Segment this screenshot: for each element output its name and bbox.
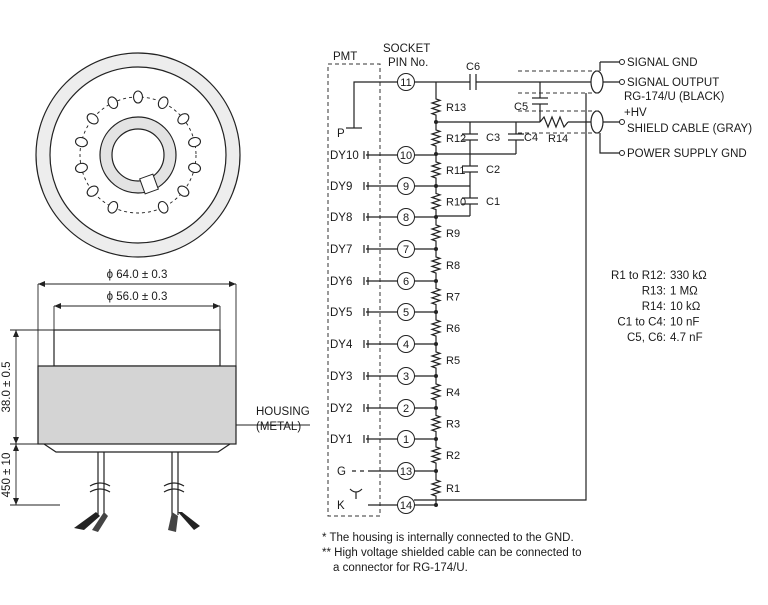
- c6-label: C6: [466, 61, 480, 73]
- resistor-label: R3: [446, 419, 460, 431]
- pin-hole: [188, 136, 202, 148]
- electrode-label: DY7: [330, 244, 352, 256]
- c1-label: C1: [486, 196, 500, 208]
- c4-label: C4: [524, 132, 538, 144]
- dim-38-label: 38.0 ± 0.5: [1, 361, 13, 412]
- housing-material-label: (METAL): [256, 421, 301, 433]
- socket-pin-number: 10: [400, 150, 412, 162]
- electrode-label: DY9: [330, 181, 352, 193]
- electrode-label: G: [337, 466, 346, 478]
- c2-label: C2: [486, 164, 500, 176]
- socket-pin-number: 6: [403, 276, 409, 288]
- signal-output-label: SIGNAL OUTPUT: [627, 77, 719, 89]
- note-connector: a connector for RG-174/U.: [333, 562, 468, 574]
- pmt-label: PMT: [333, 51, 357, 63]
- socket-top-view: [35, 52, 241, 258]
- value-text: 4.7 nF: [670, 332, 703, 344]
- value-label: C1 to C4:: [617, 317, 666, 329]
- pin-hole: [86, 185, 99, 197]
- pin-no-label: PIN No.: [388, 57, 428, 69]
- socket-pin-number: 7: [403, 244, 409, 256]
- c5-label: C5: [514, 101, 528, 113]
- pin-hole: [188, 162, 202, 174]
- anode-pin-label: 11: [400, 77, 411, 89]
- socket-pin-number: 3: [403, 371, 409, 383]
- resistor-label: R13: [446, 102, 466, 114]
- electrode-label: DY6: [330, 276, 352, 288]
- resistor-label: R1: [446, 483, 460, 495]
- value-label: C5, C6:: [627, 332, 666, 344]
- pin-hole: [86, 113, 99, 125]
- electrode-label: DY8: [330, 212, 352, 224]
- signal-gnd-label: SIGNAL GND: [627, 57, 698, 69]
- electrode-label: DY4: [330, 339, 353, 351]
- resistor-label: R7: [446, 292, 460, 304]
- pin-hole: [132, 90, 144, 104]
- resistor-label: R5: [446, 355, 460, 367]
- note-cable: ** High voltage shielded cable can be co…: [322, 547, 582, 559]
- electrode-label: DY1: [330, 434, 352, 446]
- r14-label: R14: [548, 133, 568, 145]
- housing-label: HOUSING: [256, 406, 310, 418]
- pin-hole: [74, 136, 88, 148]
- resistor-label: R6: [446, 323, 460, 335]
- resistor-label: R8: [446, 260, 460, 272]
- pin-hole: [157, 96, 169, 110]
- pin-hole: [177, 113, 190, 125]
- pin-hole: [74, 162, 88, 174]
- socket-label: SOCKET: [383, 43, 430, 55]
- dim-64-label: ϕ 64.0 ± 0.3: [107, 269, 168, 281]
- resistor-label: R10: [446, 197, 466, 209]
- electrode-label: DY5: [330, 307, 352, 319]
- junction-dot: [434, 503, 438, 507]
- rg174-label: RG-174/U (BLACK): [624, 91, 725, 103]
- socket-pin-number: 13: [400, 466, 412, 478]
- value-label: R1 to R12:: [611, 270, 666, 282]
- socket-pin-number: 1: [403, 434, 409, 446]
- value-text: 330 kΩ: [670, 270, 707, 282]
- dim-56-label: ϕ 56.0 ± 0.3: [107, 291, 168, 303]
- pin-hole: [157, 200, 169, 214]
- electrode-label: K: [337, 500, 345, 512]
- dim-450-label: 450 ± 10: [1, 453, 13, 498]
- value-text: 1 MΩ: [670, 286, 698, 298]
- socket-pin-number: 14: [400, 500, 412, 512]
- socket-pin-number: 4: [403, 339, 409, 351]
- socket-pin-number: 9: [403, 181, 409, 193]
- electrode-label: DY10: [330, 150, 359, 162]
- value-label: R13:: [642, 286, 666, 298]
- value-text: 10 nF: [670, 317, 699, 329]
- resistor-label: R9: [446, 228, 460, 240]
- resistor-label: R4: [446, 387, 460, 399]
- resistor-label: R11: [446, 165, 465, 177]
- c3-label: C3: [486, 132, 500, 144]
- resistor-label: R12: [446, 133, 466, 145]
- cables: [74, 452, 200, 532]
- electrode-label: DY3: [330, 371, 352, 383]
- pin-hole: [107, 96, 119, 110]
- value-label: R14:: [642, 301, 666, 313]
- shield-cable-label: SHIELD CABLE (GRAY): [627, 123, 752, 135]
- component-values: R1 to R12: 330 kΩ R13: 1 MΩ R14: 10 kΩ C1 to C…: [611, 270, 707, 344]
- electrode-label: P: [337, 128, 345, 140]
- value-text: 10 kΩ: [670, 301, 701, 313]
- socket-pin-number: 5: [403, 307, 409, 319]
- electrode-label: DY2: [330, 403, 352, 415]
- power-gnd-label: POWER SUPPLY GND: [627, 148, 747, 160]
- footnotes: * The housing is internally connected to…: [322, 532, 582, 574]
- socket-side-view: ϕ 64.0 ± 0.3 ϕ 56.0 ± 0.3: [1, 269, 310, 532]
- pin-hole: [177, 185, 190, 197]
- socket-pin-number: 2: [403, 403, 409, 415]
- socket-pin-number: 8: [403, 212, 409, 224]
- pin-hole: [107, 200, 119, 214]
- socket-pin-holes: [74, 90, 202, 214]
- note-housing: * The housing is internally connected to…: [322, 532, 574, 544]
- resistor-label: R2: [446, 450, 460, 462]
- hv-label: +HV: [624, 107, 647, 119]
